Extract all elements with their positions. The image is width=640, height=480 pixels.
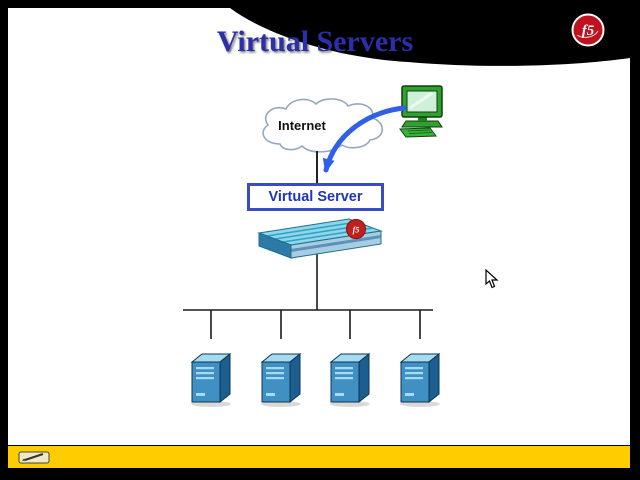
server-farm <box>8 336 630 407</box>
f5-logo-text: f5 <box>582 23 595 39</box>
internet-label: Internet <box>278 118 326 133</box>
virtual-server-box: Virtual Server <box>247 183 384 211</box>
swoosh-shape <box>230 8 630 66</box>
bigip-appliance-icon: f5 <box>257 218 383 259</box>
internet-cloud-icon <box>262 98 384 153</box>
annotation-toolbar <box>8 445 630 468</box>
network-connector-lines <box>183 252 433 339</box>
virtual-server-label: Virtual Server <box>268 189 363 205</box>
pen-tool-icon <box>18 451 50 464</box>
mouse-cursor <box>485 269 499 289</box>
slide-title: Virtual Servers <box>216 25 414 58</box>
presentation-slide: Virtual Servers f5 Internet <box>8 8 630 468</box>
pen-tool-button[interactable] <box>18 449 54 465</box>
client-computer-icon <box>399 85 443 138</box>
server-tower-icon <box>399 352 441 407</box>
f5-logo-icon: f5 <box>571 13 605 47</box>
cloud-to-box-connector <box>316 151 318 185</box>
server-tower-icon <box>260 352 302 407</box>
server-tower-icon <box>190 352 232 407</box>
appliance-f5-ball-text: f5 <box>353 226 360 235</box>
connection-arrow-icon <box>322 105 407 173</box>
server-tower-icon <box>329 352 371 407</box>
